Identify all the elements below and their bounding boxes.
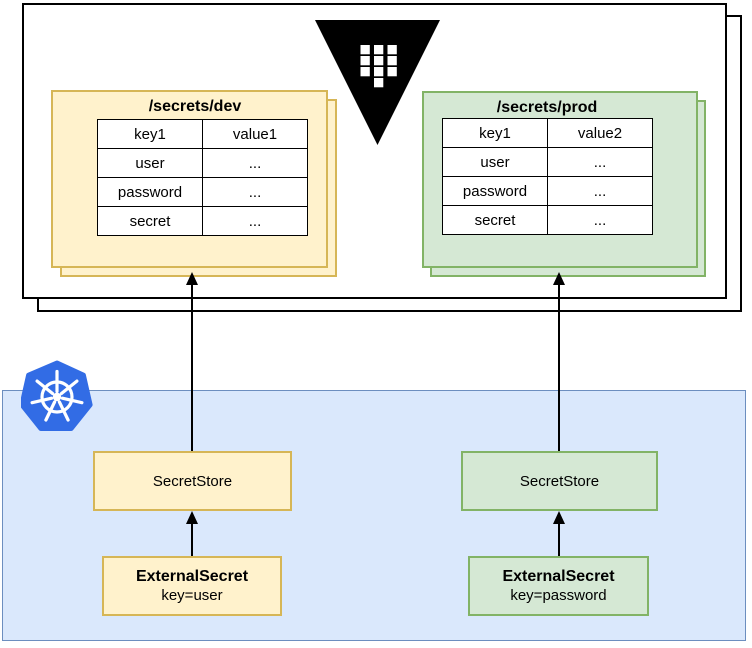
table-row: password ... <box>97 177 308 207</box>
arrow-prod-secretstore-to-vault <box>558 284 560 451</box>
arrow-prod-externalsecret-to-secretstore <box>558 523 560 556</box>
prod-secrets-table: key1 value2 user ... password ... secret… <box>442 118 653 235</box>
kv-key: user <box>97 148 203 178</box>
kv-key: password <box>442 176 548 206</box>
vault-icon <box>315 20 440 145</box>
table-row: key1 value1 <box>97 119 308 149</box>
externalsecret-dev-label: ExternalSecret <box>135 568 249 585</box>
kv-value: ... <box>202 206 308 236</box>
dev-secrets-table: key1 value1 user ... password ... secret… <box>97 119 308 236</box>
externalsecret-prod-key: key=password <box>510 587 607 604</box>
prod-secrets-path-title: /secrets/prod <box>496 99 598 116</box>
table-row: user ... <box>442 147 653 177</box>
kubernetes-icon <box>21 360 93 431</box>
kv-key: key1 <box>97 119 203 149</box>
arrowhead-dev-vault <box>186 272 198 285</box>
kv-key: password <box>97 177 203 207</box>
externalsecret-prod-label: ExternalSecret <box>502 568 615 585</box>
kv-key: secret <box>97 206 203 236</box>
table-row: user ... <box>97 148 308 178</box>
kv-value: ... <box>202 148 308 178</box>
kv-value: value1 <box>202 119 308 149</box>
table-row: secret ... <box>97 206 308 236</box>
externalsecret-dev-key: key=user <box>161 587 223 604</box>
secretstore-prod-node: SecretStore <box>461 451 658 511</box>
secretstore-prod-label: SecretStore <box>519 472 600 490</box>
table-row: key1 value2 <box>442 118 653 148</box>
arrowhead-dev-secretstore <box>186 511 198 524</box>
arrowhead-prod-vault <box>553 272 565 285</box>
kv-value: value2 <box>547 118 653 148</box>
arrowhead-prod-secretstore <box>553 511 565 524</box>
externalsecret-prod-node: ExternalSecret key=password <box>468 556 649 616</box>
kv-key: secret <box>442 205 548 235</box>
secretstore-dev-node: SecretStore <box>93 451 292 511</box>
table-row: password ... <box>442 176 653 206</box>
externalsecret-dev-node: ExternalSecret key=user <box>102 556 282 616</box>
table-row: secret ... <box>442 205 653 235</box>
dev-secrets-path-title: /secrets/dev <box>148 98 242 115</box>
kv-value: ... <box>547 147 653 177</box>
kv-value: ... <box>547 205 653 235</box>
kv-value: ... <box>547 176 653 206</box>
kv-value: ... <box>202 177 308 207</box>
kv-key: user <box>442 147 548 177</box>
arrow-dev-externalsecret-to-secretstore <box>191 523 193 556</box>
arrow-dev-secretstore-to-vault <box>191 284 193 451</box>
secretstore-dev-label: SecretStore <box>152 472 233 490</box>
kv-key: key1 <box>442 118 548 148</box>
